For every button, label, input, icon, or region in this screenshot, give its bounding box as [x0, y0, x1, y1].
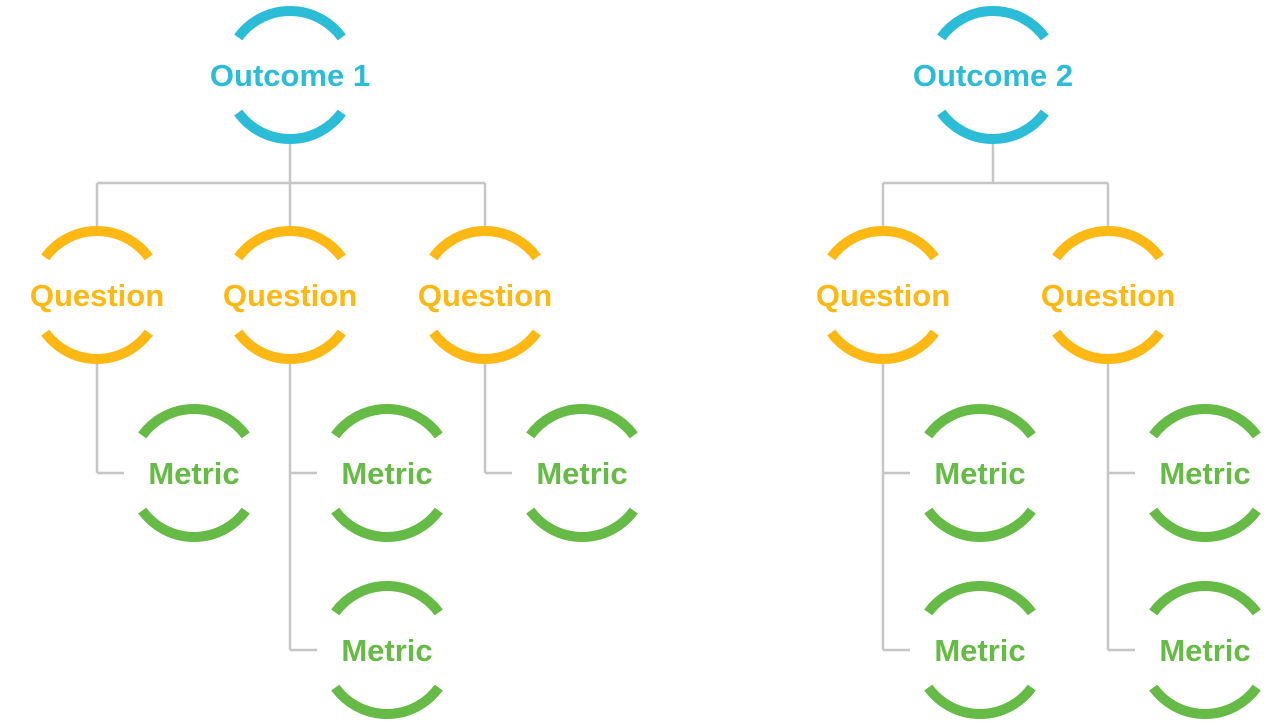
tree-1-outcome: Outcome 1: [210, 6, 370, 144]
tree-2-question-1-metric-1: Metric: [924, 404, 1036, 542]
tree-2-question-2-metric-1-ring-bottom-arc: [1149, 507, 1261, 542]
tree-2-question-2-metric-1-ring: [1149, 404, 1261, 542]
tree-1-question-2-metric-1-ring: [331, 404, 443, 542]
tree-1-question-2-metric-1-ring-bottom-arc: [331, 507, 443, 542]
tree-1-question-2-metric-2-ring-top-arc: [331, 581, 443, 616]
tree-2-question-1: Question: [816, 226, 950, 364]
tree-1-question-1-metric-1-ring-top-arc: [138, 404, 250, 439]
tree-2-question-2-metric-2: Metric: [1149, 581, 1261, 719]
tree-2-outcome-ring-bottom-arc: [937, 109, 1049, 144]
tree-2-question-2-ring: [1052, 226, 1164, 364]
tree-1-question-1-ring: [41, 226, 153, 364]
tree-1-question-3-label: Question: [418, 278, 552, 313]
tree-1-question-3-ring-top-arc: [429, 226, 541, 261]
tree-1-question-2-ring-bottom-arc: [234, 329, 346, 364]
tree-1-outcome-ring-bottom-arc: [234, 109, 346, 144]
tree-1-question-2-metric-1: Metric: [331, 404, 443, 542]
tree-1-outcome-ring: [234, 6, 346, 144]
tree-2-question-1-metric-1-label: Metric: [934, 456, 1025, 491]
tree-1-question-2: Question: [223, 226, 357, 364]
tree-2-question-2-ring-bottom-arc: [1052, 329, 1164, 364]
tree-1-question-2-label: Question: [223, 278, 357, 313]
tree-2-question-1-metric-2-ring: [924, 581, 1036, 719]
tree-1-question-3-metric-1-label: Metric: [536, 456, 627, 491]
tree-1-question-2-metric-1-label: Metric: [341, 456, 432, 491]
tree-1-question-3-metric-1-ring-top-arc: [526, 404, 638, 439]
tree-1-question-1: Question: [30, 226, 164, 364]
tree-1-outcome-label: Outcome 1: [210, 58, 370, 93]
connectors: [95, 139, 1135, 652]
tree-2-question-1-label: Question: [816, 278, 950, 313]
tree-2-outcome: Outcome 2: [913, 6, 1073, 144]
tree-2-question-1-metric-2-ring-top-arc: [924, 581, 1036, 616]
tree-1-question-3-metric-1: Metric: [526, 404, 638, 542]
tree-2-outcome-label: Outcome 2: [913, 58, 1073, 93]
tree-2-question-1-metric-2-ring-bottom-arc: [924, 684, 1036, 719]
nodes: MetricQuestionMetricMetricQuestionMetric…: [30, 6, 1261, 719]
tree-2-question-1-metric-2: Metric: [924, 581, 1036, 719]
tree-1-question-2-metric-1-ring-top-arc: [331, 404, 443, 439]
tree-2-outcome-ring-top-arc: [937, 6, 1049, 41]
tree-1-question-3: Question: [418, 226, 552, 364]
tree-1-question-3-ring-bottom-arc: [429, 329, 541, 364]
tree-1-question-2-metric-2: Metric: [331, 581, 443, 719]
tree-1-question-1-metric-1-ring: [138, 404, 250, 542]
tree-2-question-1-ring-top-arc: [827, 226, 939, 261]
tree-1-question-2-ring: [234, 226, 346, 364]
tree-1-question-1-metric-1-ring-bottom-arc: [138, 507, 250, 542]
tree-2-question-2-metric-1-ring-top-arc: [1149, 404, 1261, 439]
tree-1-question-3-metric-1-ring-bottom-arc: [526, 507, 638, 542]
tree-2-question-2-metric-2-label: Metric: [1159, 633, 1250, 668]
tree-1-question-1-ring-bottom-arc: [41, 329, 153, 364]
tree-1-question-3-metric-1-ring: [526, 404, 638, 542]
tree-1-question-2-metric-2-label: Metric: [341, 633, 432, 668]
tree-1-outcome-ring-top-arc: [234, 6, 346, 41]
tree-2-outcome-ring: [937, 6, 1049, 144]
tree-2-question-2-metric-1-label: Metric: [1159, 456, 1250, 491]
tree-1-question-2-metric-2-ring: [331, 581, 443, 719]
tree-2-question-1-ring-bottom-arc: [827, 329, 939, 364]
tree-2-question-2-metric-2-ring-top-arc: [1149, 581, 1261, 616]
tree-2-question-2-metric-1: Metric: [1149, 404, 1261, 542]
tree-2-question-2: Question: [1041, 226, 1175, 364]
tree-2-question-1-metric-1-ring-bottom-arc: [924, 507, 1036, 542]
tree-1-question-1-ring-top-arc: [41, 226, 153, 261]
tree-1-question-1-metric-1: Metric: [138, 404, 250, 542]
tree-2-question-1-metric-2-label: Metric: [934, 633, 1025, 668]
tree-2-question-2-metric-2-ring-bottom-arc: [1149, 684, 1261, 719]
tree-2-question-1-metric-1-ring-top-arc: [924, 404, 1036, 439]
tree-1-question-1-metric-1-label: Metric: [148, 456, 239, 491]
tree-2-question-2-ring-top-arc: [1052, 226, 1164, 261]
tree-2-question-2-label: Question: [1041, 278, 1175, 313]
tree-2-question-2-metric-2-ring: [1149, 581, 1261, 719]
tree-1-question-2-ring-top-arc: [234, 226, 346, 261]
tree-1-question-1-label: Question: [30, 278, 164, 313]
tree-2-question-1-metric-1-ring: [924, 404, 1036, 542]
tree-1-question-3-ring: [429, 226, 541, 364]
tree-2-question-1-ring: [827, 226, 939, 364]
tree-1-question-2-metric-2-ring-bottom-arc: [331, 684, 443, 719]
